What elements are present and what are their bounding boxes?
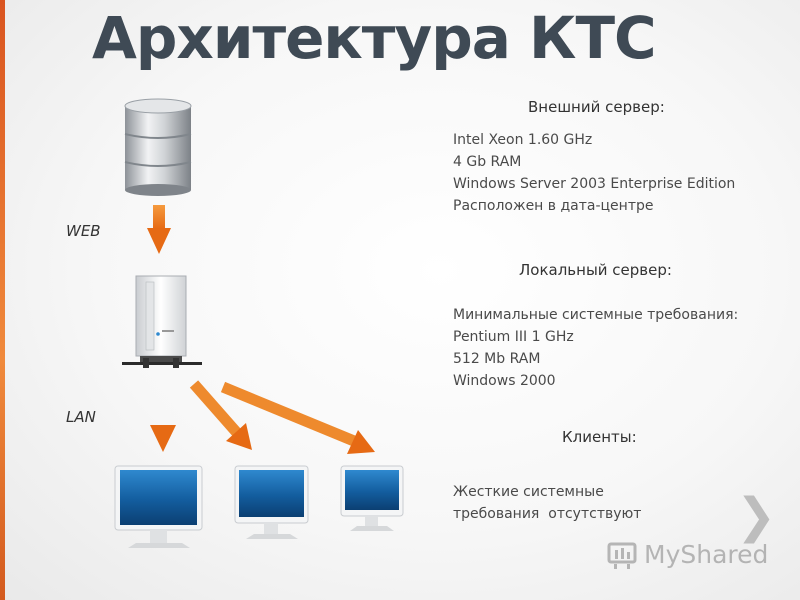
- chevron-right-icon[interactable]: ❯: [736, 488, 777, 544]
- arrow-icon: [189, 380, 252, 450]
- watermark-logo-icon: [607, 542, 637, 569]
- arrow-icon: [147, 205, 171, 254]
- client-monitor-icon: [114, 465, 203, 548]
- spec-line: 4 Gb RAM: [453, 154, 522, 170]
- local-server-specs: Минимальные системные требования: Pentiu…: [453, 304, 738, 392]
- lan-label: LAN: [66, 408, 96, 426]
- page-title: Архитектура КТС: [92, 4, 657, 72]
- spec-line: Intel Xeon 1.60 GHz: [453, 132, 593, 148]
- spec-line: Минимальные системные требования:: [453, 307, 739, 323]
- clients-specs: Жесткие системные требования отсутствуют: [453, 481, 641, 525]
- spec-line: Жесткие системные: [453, 484, 604, 500]
- arrow-icon: [220, 381, 375, 454]
- external-server-heading: Внешний сервер:: [528, 98, 665, 116]
- watermark: MyShared: [606, 534, 768, 574]
- web-label: WEB: [66, 222, 101, 240]
- client-monitor-icon: [234, 465, 309, 539]
- client-monitor-icon: [340, 465, 404, 531]
- watermark-text: MyShared: [644, 539, 769, 569]
- spec-line: требования отсутствуют: [453, 506, 642, 522]
- database-server-icon: [124, 98, 192, 196]
- clients-heading: Клиенты:: [562, 428, 637, 446]
- spec-line: Расположен в дата-центре: [453, 198, 654, 214]
- external-server-specs: Intel Xeon 1.60 GHz 4 Gb RAM Windows Ser…: [453, 129, 735, 217]
- spec-line: Windows 2000: [453, 373, 556, 389]
- accent-bar: [0, 0, 5, 600]
- local-server-heading: Локальный сервер:: [519, 261, 672, 279]
- arrow-icon: [150, 380, 176, 452]
- spec-line: 512 Mb RAM: [453, 351, 541, 367]
- spec-line: Pentium III 1 GHz: [453, 329, 574, 345]
- spec-line: Windows Server 2003 Enterprise Edition: [453, 176, 736, 192]
- tower-server-icon: [122, 275, 202, 368]
